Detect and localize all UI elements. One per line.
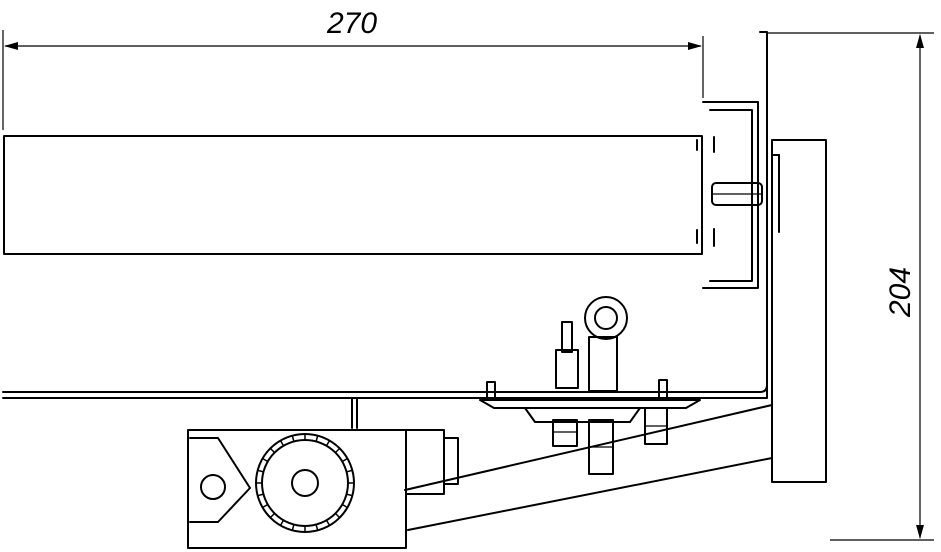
- main-housing: [3, 135, 703, 255]
- gear-tooth: [315, 435, 319, 442]
- burner-assembly: [479, 296, 701, 475]
- gear-tooth: [269, 447, 276, 454]
- dimension-width-label: 270: [326, 7, 377, 40]
- gear-tooth: [291, 435, 295, 442]
- gear-tooth: [346, 469, 353, 473]
- gear-tooth: [325, 440, 331, 447]
- gear-teeth: [256, 434, 354, 532]
- dimension-height: 204: [768, 32, 934, 541]
- gear-tooth: [269, 512, 276, 519]
- gear-tooth: [262, 457, 269, 463]
- gear-tooth: [334, 447, 341, 454]
- gear-tooth: [279, 519, 285, 526]
- dimension-height-label: 204: [884, 267, 917, 318]
- gear-tooth: [291, 524, 295, 531]
- gear-tooth: [257, 469, 264, 473]
- gear-tooth: [325, 519, 331, 526]
- gas-valve-box: [187, 429, 459, 549]
- gear-tooth: [341, 457, 348, 463]
- gear-tooth: [346, 493, 353, 497]
- gear-tooth: [257, 493, 264, 497]
- base-plate: [2, 384, 768, 429]
- gear-tooth: [341, 503, 348, 509]
- gear-tooth: [279, 440, 285, 447]
- gear-tooth: [262, 503, 269, 509]
- back-plate: [759, 31, 827, 483]
- gear-tooth: [334, 512, 341, 519]
- gear-tooth: [315, 524, 319, 531]
- mounting-bracket: [696, 101, 763, 289]
- dimension-width: 270: [2, 7, 704, 130]
